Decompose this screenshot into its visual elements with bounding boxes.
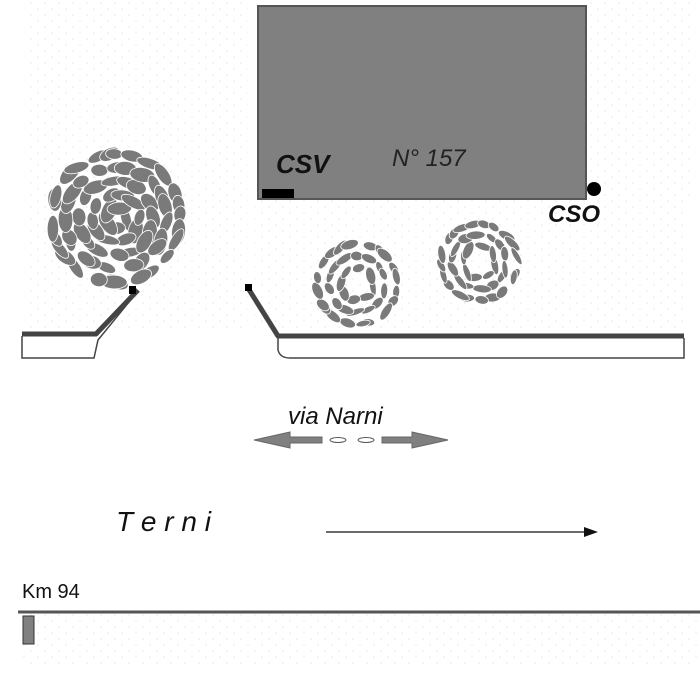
- two-way-arrow-icon: [253, 431, 449, 449]
- cso-label: CSO: [548, 201, 600, 228]
- sidewalk-left: [21, 286, 140, 359]
- csv-marker: [262, 189, 294, 198]
- building: [257, 5, 587, 200]
- direction-arrow-icon: [326, 527, 598, 537]
- ground-bottom: [20, 614, 700, 664]
- cso-marker: [587, 182, 601, 196]
- tree-large: [46, 146, 187, 291]
- km-label: Km 94: [22, 581, 80, 603]
- building-number-label: N° 157: [392, 145, 467, 172]
- ground-right-edge: [590, 0, 690, 200]
- csv-label: CSV: [276, 149, 332, 179]
- sidewalk-right: [245, 284, 685, 359]
- tree-small-left: [311, 239, 401, 329]
- direction-label: T e r n i: [116, 506, 212, 537]
- street-name-label: via Narni: [288, 403, 383, 430]
- tree-small-right: [436, 219, 523, 305]
- km-post: [22, 615, 35, 645]
